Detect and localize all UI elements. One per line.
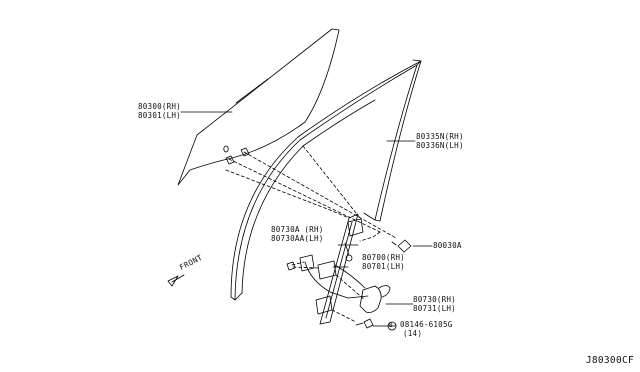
label-cable-guide-lh: 80730AA(LH) bbox=[271, 233, 324, 243]
circle-mark-b: B bbox=[389, 322, 393, 329]
label-sash-rh: 80335N(RH) bbox=[416, 132, 464, 141]
sash-outer-rail bbox=[234, 64, 418, 301]
regulator-cable-front bbox=[304, 261, 369, 299]
front-arrow-icon bbox=[167, 274, 185, 287]
regulator-drum bbox=[299, 254, 315, 272]
sash-bottom-cap bbox=[230, 292, 243, 301]
label-cable-guide-rh: 80730A (RH) bbox=[271, 225, 324, 234]
assembly-dashed-lines bbox=[225, 145, 397, 323]
label-sash-lh: 80336N(LH) bbox=[416, 140, 464, 150]
label-cable-guide: 80730A (RH) 80730AA(LH) bbox=[271, 225, 324, 243]
label-glass: 80300(RH) 80301(LH) bbox=[138, 102, 181, 120]
glass-bracket-left bbox=[225, 155, 235, 165]
regulator-motor bbox=[359, 285, 382, 313]
fastener-bolt-1 bbox=[363, 318, 374, 329]
diagram-id: J80300CF bbox=[585, 355, 634, 366]
label-sash: 80335N(RH) 80336N(LH) bbox=[416, 132, 464, 150]
door-glass-reflection bbox=[235, 78, 269, 104]
sash-lower-channel bbox=[363, 212, 376, 221]
fastener-bolt-2 bbox=[286, 261, 296, 271]
bolt-80030a bbox=[397, 239, 412, 253]
label-motor-lh: 80731(LH) bbox=[413, 303, 456, 313]
label-glass-lh: 80301(LH) bbox=[138, 110, 181, 120]
label-motor-rh: 80730(RH) bbox=[413, 295, 456, 304]
regulator-upper-bracket bbox=[347, 218, 364, 237]
bolt-80030a-shank bbox=[391, 241, 397, 246]
label-fastener-qty: (14) bbox=[403, 328, 423, 338]
label-motor: 80730(RH) 80731(LH) bbox=[413, 295, 456, 313]
leader-lines bbox=[180, 111, 433, 327]
label-regulator-lh: 80701(LH) bbox=[362, 261, 405, 271]
sash-inner-rail bbox=[230, 60, 422, 298]
fastener-bolt-1-shank bbox=[355, 322, 364, 326]
sash-front-edge bbox=[241, 99, 376, 294]
regulator-rail-inner bbox=[325, 221, 353, 319]
glass-hole bbox=[223, 145, 229, 153]
glass-bracket-right bbox=[240, 147, 250, 157]
sash-end-cap bbox=[374, 219, 381, 222]
label-regulator: 80700(RH) 80701(LH) bbox=[362, 253, 405, 271]
regulator-rail bbox=[319, 213, 359, 325]
label-glass-rh: 80300(RH) bbox=[138, 102, 181, 111]
motor-connector bbox=[378, 285, 391, 298]
sash-top-cap bbox=[412, 59, 422, 66]
door-glass bbox=[177, 28, 340, 186]
label-bolt: 80030A bbox=[433, 241, 462, 250]
label-fastener-part: 08146-6105G bbox=[400, 320, 453, 329]
label-regulator-rh: 80700(RH) bbox=[362, 253, 405, 262]
label-fastener: 08146-6105G (14) bbox=[400, 320, 453, 338]
